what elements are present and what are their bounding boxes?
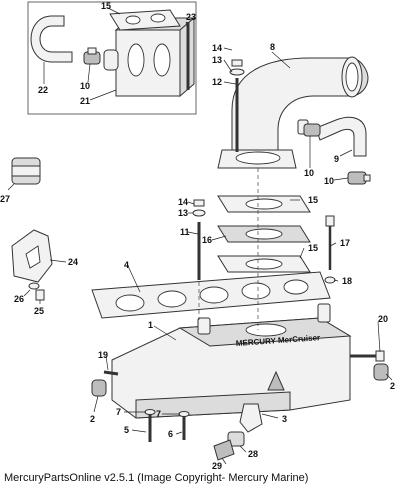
bracket-24 [11,229,53,283]
callout-16: 16 [202,235,212,245]
exhaust-manifold-1: MERCURY MerCruiser [111,303,352,419]
callout-25: 25 [34,306,44,316]
callout-3: 3 [282,414,287,424]
elbow-21 [103,16,196,98]
gasket-15-inset [109,9,181,31]
hose-9 [315,116,367,157]
callout-22: 22 [38,85,48,95]
clamp-10-lower [347,171,371,185]
callout-13-lower: 13 [178,208,188,218]
cap-2-right [373,363,389,381]
inset-box [27,1,197,115]
clamp-10-inset [83,47,101,65]
callout-27: 27 [0,194,10,204]
callout-7-left: 7 [116,407,121,417]
fitting-3 [239,403,263,433]
callout-18: 18 [342,276,352,286]
cap-2-left [91,379,107,397]
manifold-gasket-4 [91,271,331,319]
exhaust-manifold-exploded-diagram: MERCURY MerCruiser [0,1,395,470]
callout-10-inset: 10 [80,81,90,91]
hose-22 [30,15,73,63]
callout-7-right: 7 [156,409,161,419]
callout-6: 6 [168,429,173,439]
callout-13-upper: 13 [212,55,222,65]
callout-15-inset: 15 [101,1,111,11]
cap-27 [11,157,41,185]
callout-14-upper: 14 [212,43,222,53]
callout-9: 9 [334,154,339,164]
gasket-15-upper [217,195,311,213]
bolt-25 [35,289,45,301]
callout-1: 1 [148,320,153,330]
callout-29: 29 [212,461,222,470]
clamp-10-upper [303,123,321,137]
callout-15-lower: 15 [308,243,318,253]
fitting-28 [213,431,245,461]
washer-13-lower [192,209,206,217]
gasket-16 [217,225,311,243]
callout-14-lower: 14 [178,197,188,207]
washer-26 [28,282,40,290]
callout-15-upper: 15 [308,195,318,205]
callout-12: 12 [212,77,222,87]
callout-10-upper: 10 [304,168,314,178]
callout-2-left: 2 [90,414,95,424]
callout-8: 8 [270,42,275,52]
callout-19: 19 [98,350,108,360]
callout-17: 17 [340,238,350,248]
nut-14-lower [193,199,205,207]
sensor-17 [325,215,335,270]
callout-28: 28 [248,449,258,459]
callout-2-right: 2 [390,381,395,391]
callout-24: 24 [68,257,78,267]
callout-10-lower: 10 [324,176,334,186]
callout-23: 23 [186,12,196,22]
callout-5: 5 [124,425,129,435]
bolt-6 [178,411,190,440]
stud-20 [350,350,385,362]
callout-11: 11 [180,227,190,237]
washer-13-upper [229,68,245,76]
nut-14-upper [231,59,243,67]
bolt-5 [144,409,156,442]
callout-20: 20 [378,314,388,324]
callout-4: 4 [124,260,129,270]
gasket-15-lower [217,255,311,273]
image-caption: MercuryPartsOnline v2.5.1 (Image Copyrig… [4,472,309,484]
plug-19 [103,370,119,376]
callout-21: 21 [80,96,90,106]
elbow-8 [217,56,369,169]
callout-26: 26 [14,294,24,304]
o-ring-18 [324,276,336,284]
